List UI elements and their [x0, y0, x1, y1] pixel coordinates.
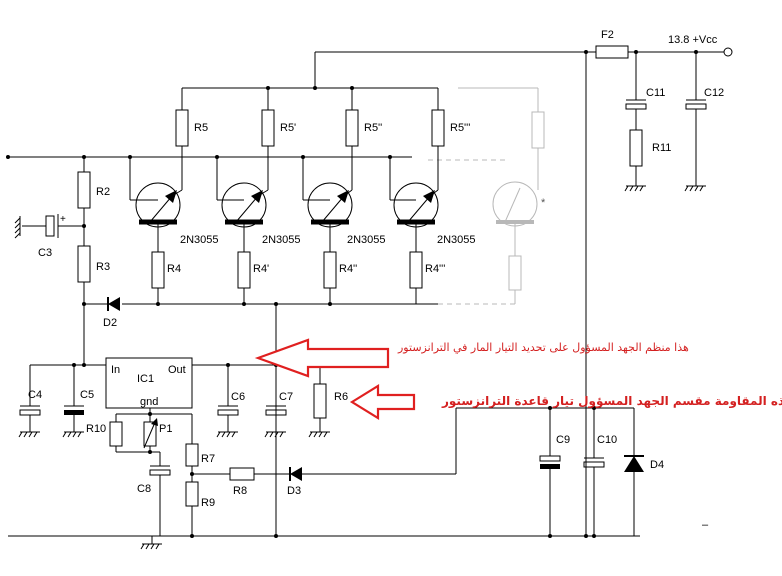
minus-label: – [702, 519, 709, 531]
diode-d2: D2 [103, 297, 120, 329]
ic1-in-label: In [111, 364, 120, 376]
ghost-marker: * [541, 197, 546, 209]
ic1-out-label: Out [168, 364, 186, 376]
capacitor-c10: C10 [584, 406, 617, 536]
adjust-network: R10 P1 R7 R8 R9 C8 [86, 408, 290, 536]
ic1-gnd-label: gnd [140, 396, 158, 408]
r8-label: R8 [233, 485, 247, 497]
regulator-note: هذا منظم الجهد المسؤول على تحديد التيار … [397, 341, 689, 354]
p1-label: P1 [159, 423, 172, 435]
ground-rail: – [8, 519, 709, 549]
r5ppp-label: R5''' [450, 122, 470, 134]
r9-label: R9 [201, 497, 215, 509]
divider-note: هذه المقاومة مقسم الجهد المسؤول تيار قاع… [441, 394, 782, 409]
c5-label: C5 [80, 389, 94, 401]
transistor-stage-1: R5 2N3055 R4 [130, 88, 219, 306]
r3-label: R3 [96, 261, 110, 273]
capacitor-c4: C4 [19, 365, 42, 437]
transistor-stage-2: R5' 2N3055 R4' [215, 86, 301, 306]
r5pp-label: R5'' [364, 122, 382, 134]
r11-label: R11 [652, 142, 671, 154]
capacitor-c12: C12 [685, 87, 724, 191]
r4pp-label: R4'' [339, 263, 357, 275]
c10-label: C10 [597, 434, 617, 446]
c12-label: C12 [704, 87, 724, 99]
c3-label: C3 [38, 247, 52, 259]
r5p-label: R5' [280, 122, 296, 134]
emitter-bus [84, 304, 438, 536]
r5-label: R5 [194, 122, 208, 134]
capacitor-c7: C7 [265, 372, 293, 437]
r10-label: R10 [86, 423, 106, 435]
t3-model: 2N3055 [347, 234, 386, 246]
capacitor-c3: + C3 [15, 214, 66, 259]
r4p-label: R4' [253, 263, 269, 275]
resistor-r6: R6 [309, 365, 348, 437]
base-bus [6, 155, 412, 365]
d3-label: D3 [287, 485, 301, 497]
fuse-f2-label: F2 [601, 29, 614, 41]
diode-d4: D4 [624, 408, 664, 536]
d2-label: D2 [103, 317, 117, 329]
capacitor-c11: C11 R11 [625, 87, 671, 191]
r4ppp-label: R4''' [425, 263, 445, 275]
c9-label: C9 [556, 434, 570, 446]
transistor-stage-4: R5''' 2N3055 R4''' [388, 88, 476, 304]
d4-label: D4 [650, 459, 664, 471]
t4-model: 2N3055 [437, 234, 476, 246]
ic1-label: IC1 [137, 373, 154, 385]
r7-label: R7 [201, 453, 215, 465]
fuse-f2: F2 [596, 29, 628, 58]
t1-model: 2N3055 [180, 234, 219, 246]
ghost-branch: * [428, 88, 546, 304]
c11-label: C11 [646, 87, 665, 99]
c4-label: C4 [28, 389, 42, 401]
vcc-terminal: 13.8 +Vcc [668, 34, 732, 56]
r6-label: R6 [334, 391, 348, 403]
c8-label: C8 [137, 483, 151, 495]
capacitor-c9: C9 [540, 406, 570, 536]
c7-label: C7 [279, 391, 293, 403]
vcc-label: 13.8 +Vcc [668, 34, 718, 46]
transistor-stage-3: R5'' 2N3055 R4'' [301, 86, 386, 306]
diode-d3: D3 [287, 408, 634, 497]
annotation-arrow-divider [352, 386, 414, 418]
t2-model: 2N3055 [262, 234, 301, 246]
annotation-arrow-regulator [258, 340, 388, 376]
c3-plus: + [60, 214, 66, 225]
capacitor-c6: C6 [217, 365, 245, 437]
r4-label: R4 [167, 263, 181, 275]
r2-label: R2 [96, 186, 110, 198]
c6-label: C6 [231, 391, 245, 403]
